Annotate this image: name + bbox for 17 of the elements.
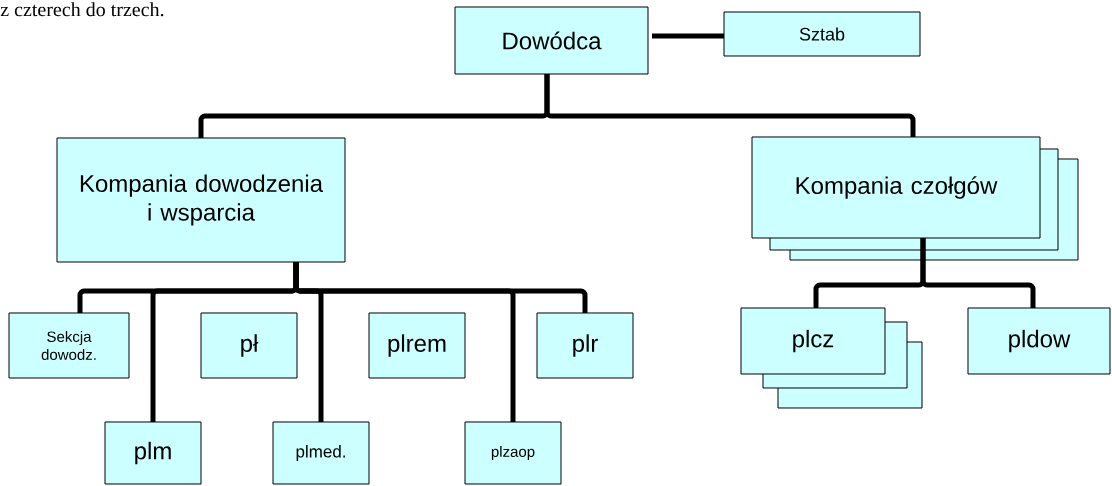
org-box: Sekcja dowodz.: [8, 312, 130, 379]
stacked-box: plcz: [740, 307, 923, 409]
org-box: plr: [536, 312, 634, 379]
connector-line: [652, 33, 724, 39]
org-box: Sztab: [723, 11, 921, 57]
org-box: plmed.: [272, 421, 370, 485]
org-box: pldow: [967, 307, 1111, 375]
org-box: plzaop: [464, 421, 562, 485]
connector-line: [544, 74, 916, 137]
connector-line: [293, 262, 588, 313]
org-box: plm: [104, 421, 202, 485]
org-box: plrem: [368, 312, 466, 379]
org-box: Kompania dowodzenia i wsparcia: [56, 137, 346, 263]
stacked-box: Kompania czołgów: [751, 136, 1079, 261]
org-box: pł: [200, 312, 298, 379]
org-box: Dowódca: [454, 6, 649, 75]
note-text: z czterech do trzech.: [0, 2, 164, 17]
